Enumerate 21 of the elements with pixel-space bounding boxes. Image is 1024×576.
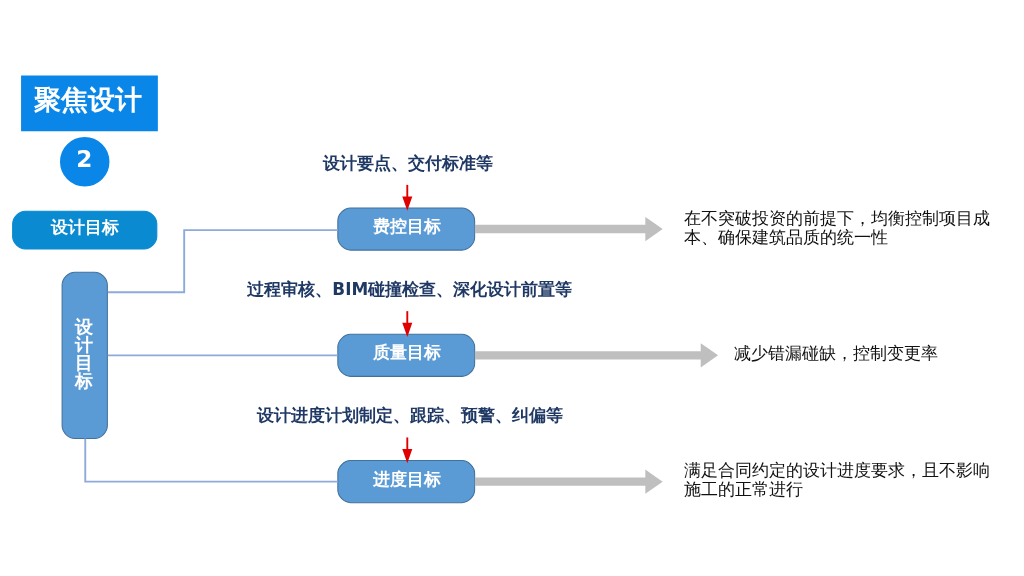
arrow xyxy=(402,436,413,464)
connector xyxy=(84,437,339,483)
connector xyxy=(106,354,339,357)
node-text: 设计进度计划制定、跟踪、预警、纠偏等 xyxy=(256,405,563,426)
arrow xyxy=(474,216,663,242)
node-box: 设计目标 xyxy=(12,210,158,250)
connector xyxy=(106,229,339,294)
arrow xyxy=(474,469,663,494)
diagram-title: 聚焦设计 xyxy=(33,84,142,116)
arrow xyxy=(474,343,719,368)
node-text: 满足合同约定的设计进度要求，且不影响施工的正常进行 xyxy=(684,460,991,500)
node-text: 过程审核、BIM碰撞检查、深化设计前置等 xyxy=(247,279,573,300)
node-text: 减少错漏碰缺，控制变更率 xyxy=(733,343,938,364)
arrow xyxy=(402,310,413,338)
node-box: 设计目标 xyxy=(61,271,108,439)
node-text: 在不突破投资的前提下，均衡控制项目成本、确保建筑品质的统一性 xyxy=(684,207,991,247)
node-box: 进度目标 xyxy=(337,460,476,504)
node-text: 设计要点、交付标准等 xyxy=(323,152,494,173)
node-box: 质量目标 xyxy=(337,333,476,377)
node-box: 费控目标 xyxy=(337,207,476,251)
arrow xyxy=(402,183,413,211)
